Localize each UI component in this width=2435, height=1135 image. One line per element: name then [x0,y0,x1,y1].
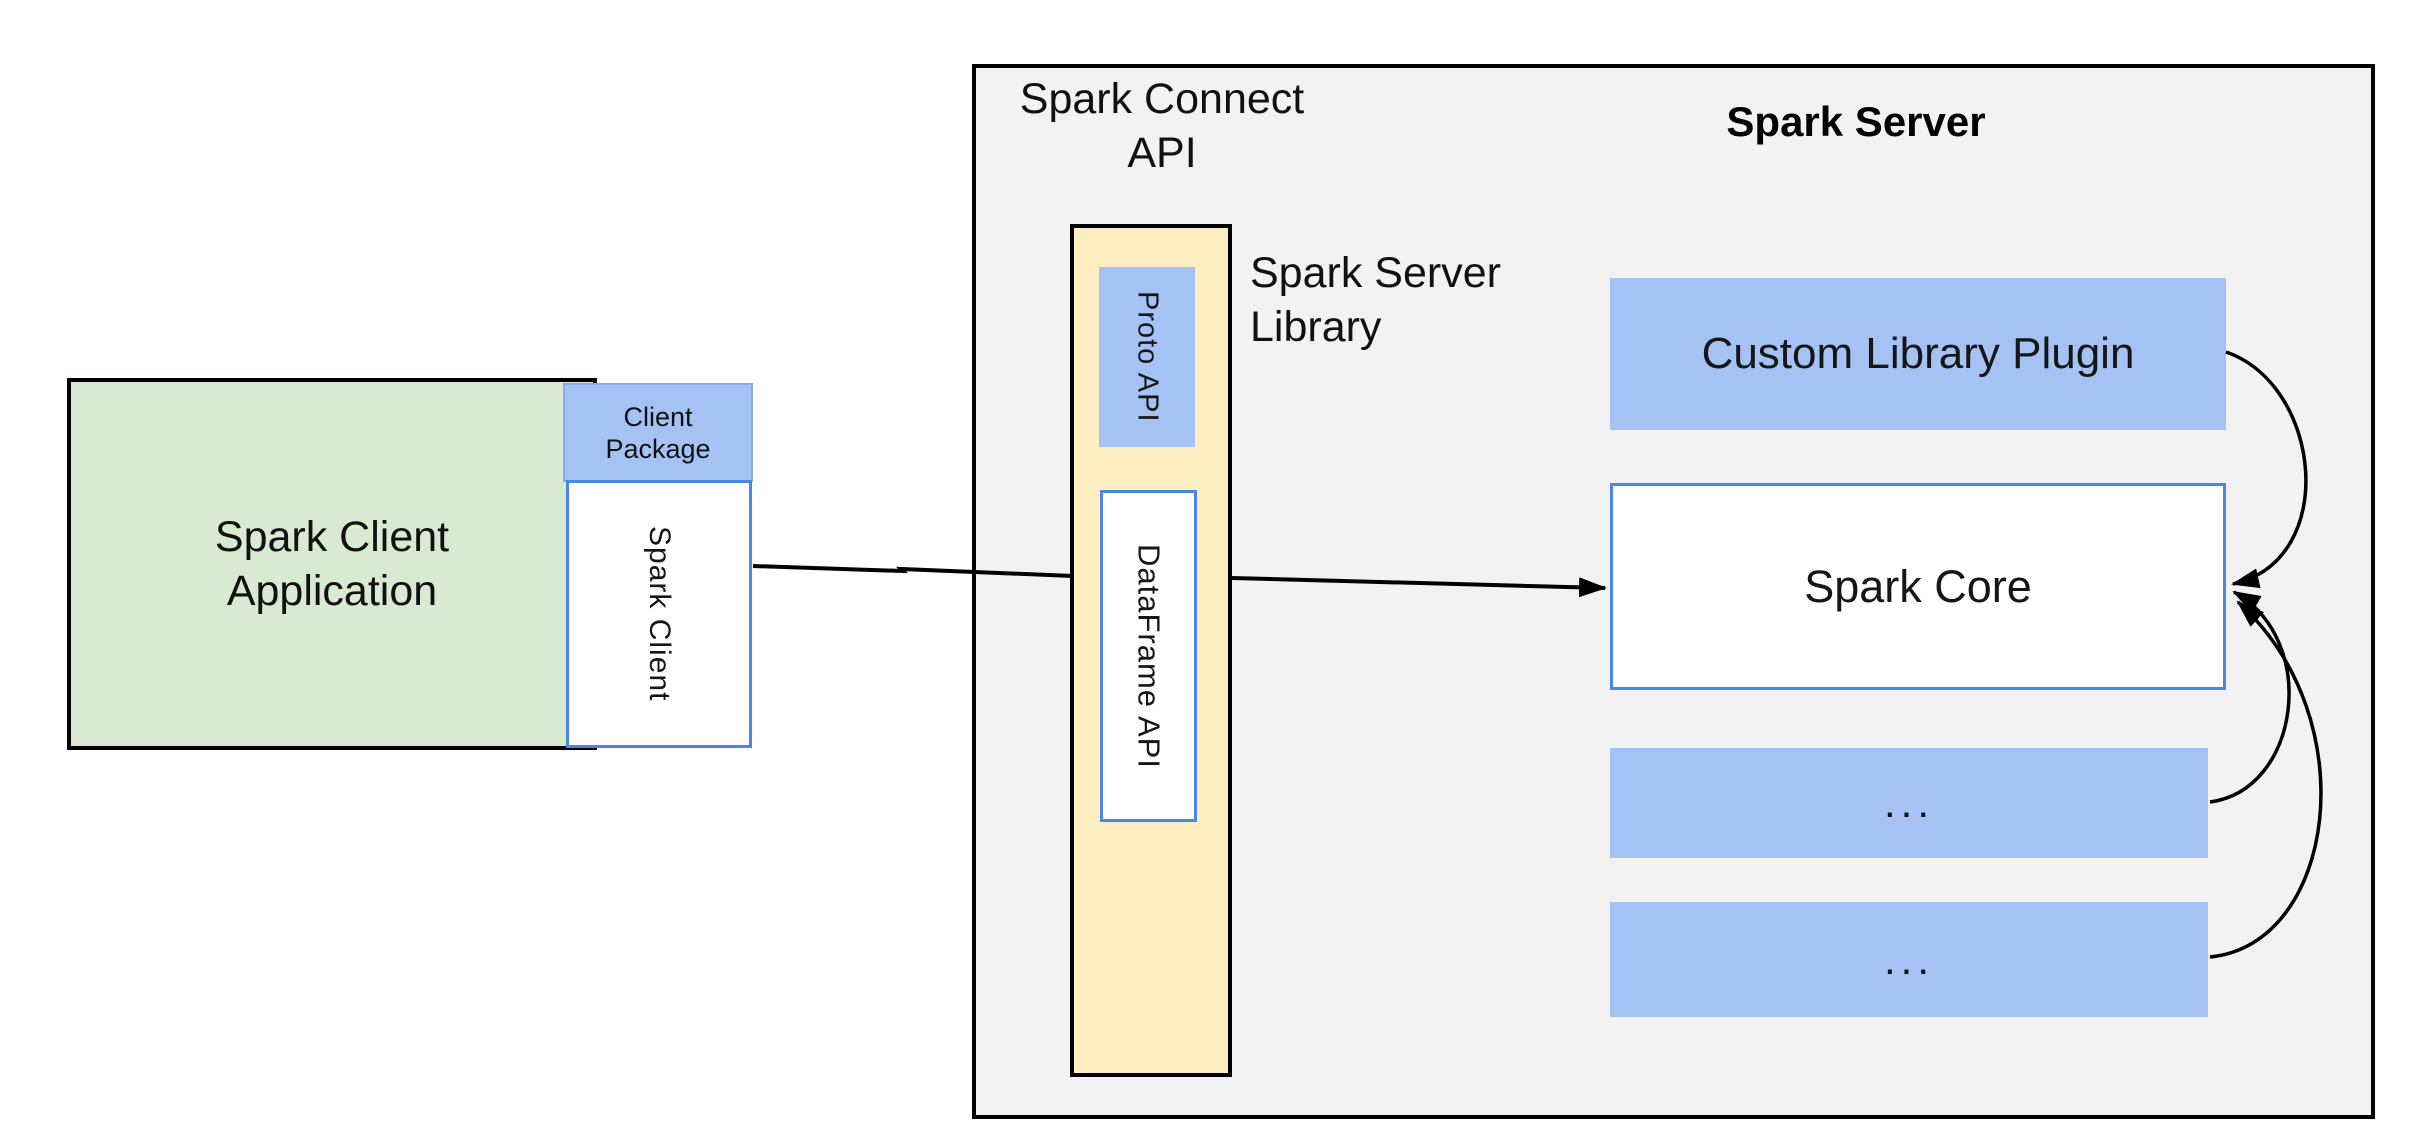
spark-client-application-label-line1: Spark Client [214,513,450,561]
dataframe-api-label: DataFrame API [1131,543,1167,769]
plugin-slot-box-1: ... [1610,748,2208,858]
spark-connect-api-label: Spark Connect API [1012,72,1312,180]
spark-connect-api-label-line1: Spark Connect [1019,75,1305,123]
spark-client-application-label-line2: Application [226,567,438,615]
dataframe-api-box: DataFrame API [1100,490,1197,822]
spark-client-application-box: Spark Client Application [67,378,597,750]
plugin-slot-box-2: ... [1610,902,2208,1017]
spark-core-label: Spark Core [1804,560,2032,612]
spark-server-library-label: Spark Server Library [1250,246,1590,354]
plugin-slot-1-label: ... [1883,779,1934,826]
spark-server-library-label-line1: Spark Server [1250,249,1501,297]
spark-client-box: Spark Client [566,480,752,748]
client-package-label-line1: Client [623,401,693,432]
spark-connect-api-label-line2: API [1127,129,1197,177]
plugin-slot-2-label: ... [1883,935,1934,983]
spark-server-library-label-line2: Library [1250,303,1382,351]
custom-library-plugin-label: Custom Library Plugin [1701,329,2135,378]
client-package-label-line2: Package [605,433,711,464]
spark-core-box: Spark Core [1610,483,2226,690]
proto-api-box: Proto API [1099,267,1195,447]
spark-server-title: Spark Server [1726,98,1986,145]
proto-api-label: Proto API [1131,291,1164,423]
client-package-box: Client Package [563,383,753,482]
spark-client-label: Spark Client [643,526,676,702]
custom-library-plugin-box: Custom Library Plugin [1610,278,2226,430]
